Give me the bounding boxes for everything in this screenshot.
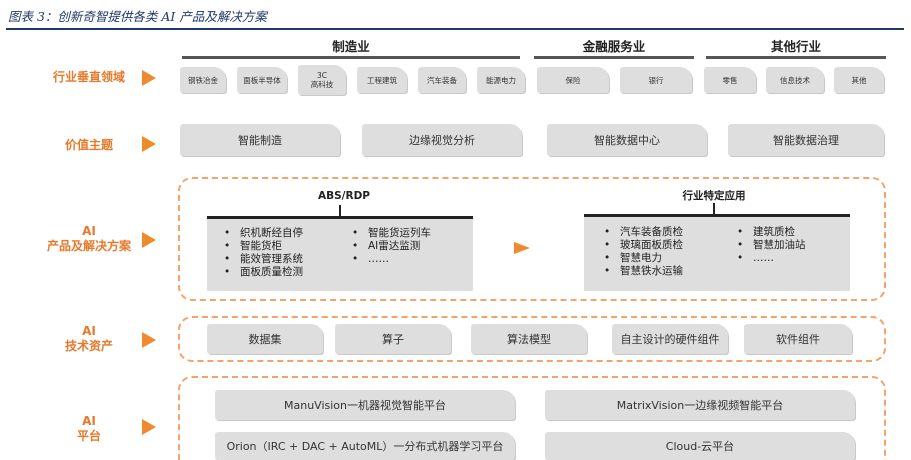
list-item: 建筑质检 xyxy=(737,226,806,239)
tech-asset-tag: 算法模型 xyxy=(471,324,587,354)
industry-app-title: 行业特定应用 xyxy=(682,190,746,202)
row-arrow-icon xyxy=(142,232,156,248)
list-item: 智慧加油站 xyxy=(737,239,806,252)
industry-app-tick xyxy=(713,203,715,215)
industry-tag: 钢铁冶金 xyxy=(180,67,226,93)
figure-title: 图表 3：创新奇智提供各类 AI 产品及解决方案 xyxy=(8,9,267,24)
group-line-manufacturing xyxy=(182,56,520,59)
row-arrow-icon xyxy=(142,419,156,435)
industry-tag: 能源电力 xyxy=(477,67,525,93)
list-item: 汽车装备质检 xyxy=(604,226,683,239)
list-item: …… xyxy=(352,253,431,266)
tech-asset-tag: 软件组件 xyxy=(744,324,852,354)
industry-app-list-1: 汽车装备质检 玻璃面板质检 智慧电力 智慧铁水运输 xyxy=(604,226,683,278)
tech-asset-tag: 数据集 xyxy=(207,324,323,354)
group-header-finance: 金融服务业 xyxy=(582,39,646,54)
platform-tag: Orion（IRC + DAC + AutoML）一分布式机器学习平台 xyxy=(215,432,515,460)
row-label-platform: AI 平台 xyxy=(76,414,101,443)
row-label-solutions: AI 产品及解决方案 xyxy=(46,224,131,253)
row-arrow-icon xyxy=(142,70,156,86)
list-item: 玻璃面板质检 xyxy=(604,239,683,252)
tech-asset-tag: 自主设计的硬件组件 xyxy=(612,324,728,354)
list-item: 织机断经自停 xyxy=(224,227,303,240)
title-rule xyxy=(6,28,904,30)
platform-container xyxy=(178,376,886,460)
tech-assets-container xyxy=(178,316,886,362)
list-item: AI雷达监测 xyxy=(352,240,431,253)
industry-tag: 面板半导体 xyxy=(237,67,287,93)
abs-tick xyxy=(339,205,341,217)
list-item: 智能货柜 xyxy=(224,240,303,253)
solutions-container xyxy=(178,177,886,301)
row-label-tech-assets: AI 技术资产 xyxy=(64,324,113,353)
abs-list-1: 织机断经自停 智能货柜 能效管理系统 面板质量检测 xyxy=(224,227,303,279)
industry-tag: 工程建筑 xyxy=(357,67,407,93)
platform-tag: MatrixVision一边缘视频智能平台 xyxy=(545,390,855,420)
tech-asset-tag: 算子 xyxy=(335,324,451,354)
industry-app-list-2: 建筑质检 智慧加油站 …… xyxy=(737,226,806,265)
industry-tag: 信息技术 xyxy=(766,67,824,93)
abs-list-2: 智能货运列车 AI雷达监测 …… xyxy=(352,227,431,266)
industry-tag: 汽车装备 xyxy=(418,67,466,93)
list-item: …… xyxy=(737,252,806,265)
list-item: 智慧电力 xyxy=(604,252,683,265)
industry-tag: 其他 xyxy=(834,67,884,93)
list-item: 智能货运列车 xyxy=(352,227,431,240)
row-label-value: 价值主题 xyxy=(64,138,113,152)
row-arrow-icon xyxy=(142,136,156,152)
list-item: 面板质量检测 xyxy=(224,266,303,279)
row-arrow-icon xyxy=(142,332,156,348)
solutions-arrow-icon xyxy=(514,242,530,254)
industry-tag: 零售 xyxy=(704,67,756,93)
group-line-other xyxy=(706,56,886,59)
list-item: 能效管理系统 xyxy=(224,253,303,266)
platform-tag: Cloud-云平台 xyxy=(545,432,855,460)
value-theme-tag: 智能数据中心 xyxy=(547,124,707,156)
row-label-industry: 行业垂直领域 xyxy=(52,70,125,84)
industry-tag: 3C 高科技 xyxy=(298,65,346,95)
value-theme-tag: 智能数据治理 xyxy=(728,124,884,156)
group-line-finance xyxy=(534,56,694,59)
platform-tag: ManuVision一机器视觉智能平台 xyxy=(215,390,515,420)
group-header-manufacturing: 制造业 xyxy=(332,39,370,54)
group-header-other: 其他行业 xyxy=(770,39,821,54)
list-item: 智慧铁水运输 xyxy=(604,265,683,278)
value-theme-tag: 边缘视觉分析 xyxy=(362,124,522,156)
industry-tag: 银行 xyxy=(620,67,692,93)
value-theme-tag: 智能制造 xyxy=(180,124,340,156)
industry-tag: 保险 xyxy=(537,67,609,93)
abs-title: ABS/RDP xyxy=(317,190,371,202)
